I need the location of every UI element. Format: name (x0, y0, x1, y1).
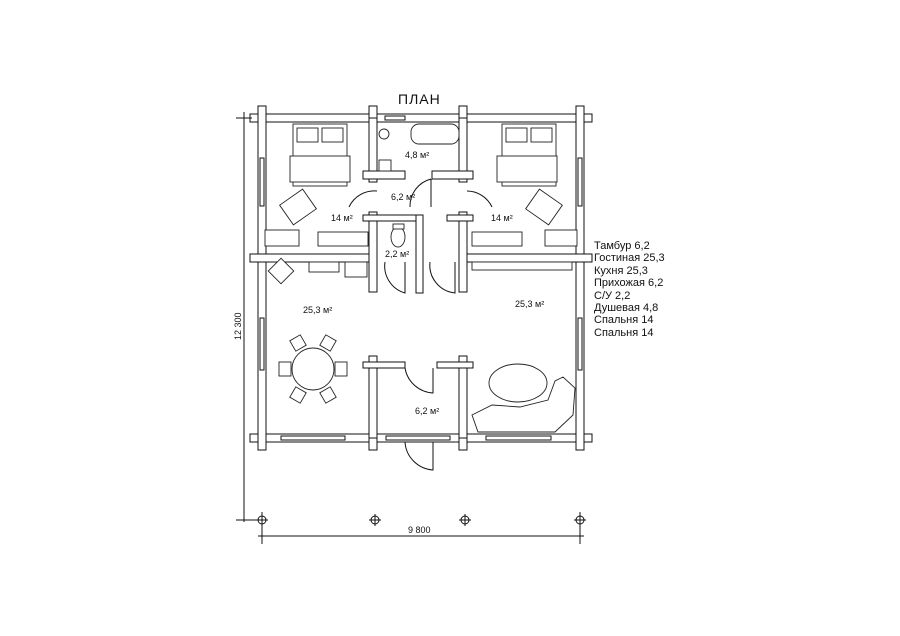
legend-item: Прихожая 6,2 (594, 277, 664, 290)
legend-item: Гостиная 25,3 (594, 252, 665, 265)
room-area-legend: Тамбур 6,2 Гостиная 25,3 Кухня 25,3 Прих… (594, 240, 665, 339)
axis-marker-icon (256, 514, 586, 526)
width-dimension: 9 800 (408, 525, 431, 535)
legend-item: Душевая 4,8 (594, 302, 659, 315)
doors (348, 178, 493, 471)
room-label-bedroom-left: 14 м² (331, 213, 353, 223)
legend-item: Спальня 14 (594, 314, 654, 327)
dimension-lines (236, 112, 586, 544)
room-label-wc: 2,2 м² (385, 249, 409, 259)
room-label-vestibule: 6,2 м² (415, 406, 439, 416)
room-label-hall: 6,2 м² (391, 192, 415, 202)
legend-item: Тамбур 6,2 (594, 240, 650, 252)
furniture (264, 123, 578, 433)
legend-item: Спальня 14 (594, 326, 654, 339)
room-label-living: 25,3 м² (515, 299, 544, 309)
height-dimension: 12 300 (233, 312, 243, 340)
room-label-kitchen: 25,3 м² (303, 305, 332, 315)
windows (259, 115, 583, 441)
legend-item: Кухня 25,3 (594, 264, 648, 277)
plan-title: ПЛАН (398, 91, 441, 107)
room-label-bedroom-right: 14 м² (491, 213, 513, 223)
legend-item: С/У 2,2 (594, 289, 631, 302)
room-label-shower: 4,8 м² (405, 150, 429, 160)
